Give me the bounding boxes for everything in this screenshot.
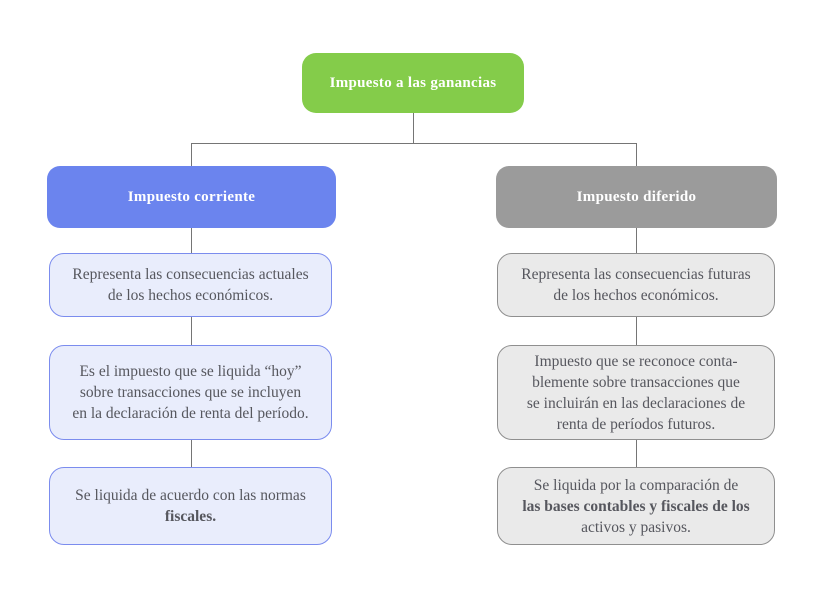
connector-right-3 <box>636 440 637 467</box>
node-text-line: en la declaración de renta del período. <box>72 405 309 422</box>
node-text-line: sobre transacciones que se incluyen <box>79 384 302 401</box>
node-text-line: activos y pasivos. <box>581 518 691 536</box>
connector-root-trunk <box>413 113 414 143</box>
connector-left-2 <box>191 317 192 345</box>
node-header-impuesto-diferido: Impuesto diferido <box>496 166 777 228</box>
connector-left-3 <box>191 440 192 467</box>
node-text-line-bold: fiscales. <box>164 508 217 525</box>
node-corriente-box-1: Representa las consecuencias actuales de… <box>49 253 332 317</box>
connector-right-branch-drop <box>636 143 637 166</box>
node-corriente-box-3: Se liquida de acuerdo con las normas fis… <box>49 467 332 545</box>
node-text-line: Representa las consecuencias actuales <box>72 266 309 283</box>
root-label: Impuesto a las ganancias <box>329 74 497 91</box>
node-text-line: de los hechos económicos. <box>553 287 719 304</box>
node-text-line: Se liquida de acuerdo con las normas <box>75 487 306 504</box>
connector-right-2 <box>636 317 637 345</box>
header-label: Impuesto diferido <box>576 188 697 205</box>
node-diferido-box-3: Se liquida por la comparación de las bas… <box>497 467 775 545</box>
connector-branch-horizontal <box>191 143 636 144</box>
node-header-impuesto-corriente: Impuesto corriente <box>47 166 336 228</box>
connector-left-branch-drop <box>191 143 192 166</box>
node-text-line: Es el impuesto que se liquida “hoy” <box>79 363 302 380</box>
node-root-impuesto-ganancias: Impuesto a las ganancias <box>302 53 524 113</box>
header-label: Impuesto corriente <box>127 188 256 205</box>
node-text-line: Se liquida por la comparación de <box>533 476 739 494</box>
connector-right-1 <box>636 228 637 253</box>
node-text-line: renta de períodos futuros. <box>556 415 716 433</box>
node-text-line: de los hechos económicos. <box>107 287 274 304</box>
node-text-line-bold: las bases contables y fiscales de los <box>522 497 750 515</box>
node-text-line: Representa las consecuencias futuras <box>521 266 751 283</box>
connector-left-1 <box>191 228 192 253</box>
node-text-line: se incluirán en las declaraciones de <box>526 394 746 412</box>
node-text-line: blemente sobre transacciones que <box>532 373 740 391</box>
node-text-line: Impuesto que se reconoce conta- <box>534 352 738 370</box>
node-diferido-box-1: Representa las consecuencias futuras de … <box>497 253 775 317</box>
node-diferido-box-2: Impuesto que se reconoce conta- blemente… <box>497 345 775 440</box>
node-corriente-box-2: Es el impuesto que se liquida “hoy” sobr… <box>49 345 332 440</box>
